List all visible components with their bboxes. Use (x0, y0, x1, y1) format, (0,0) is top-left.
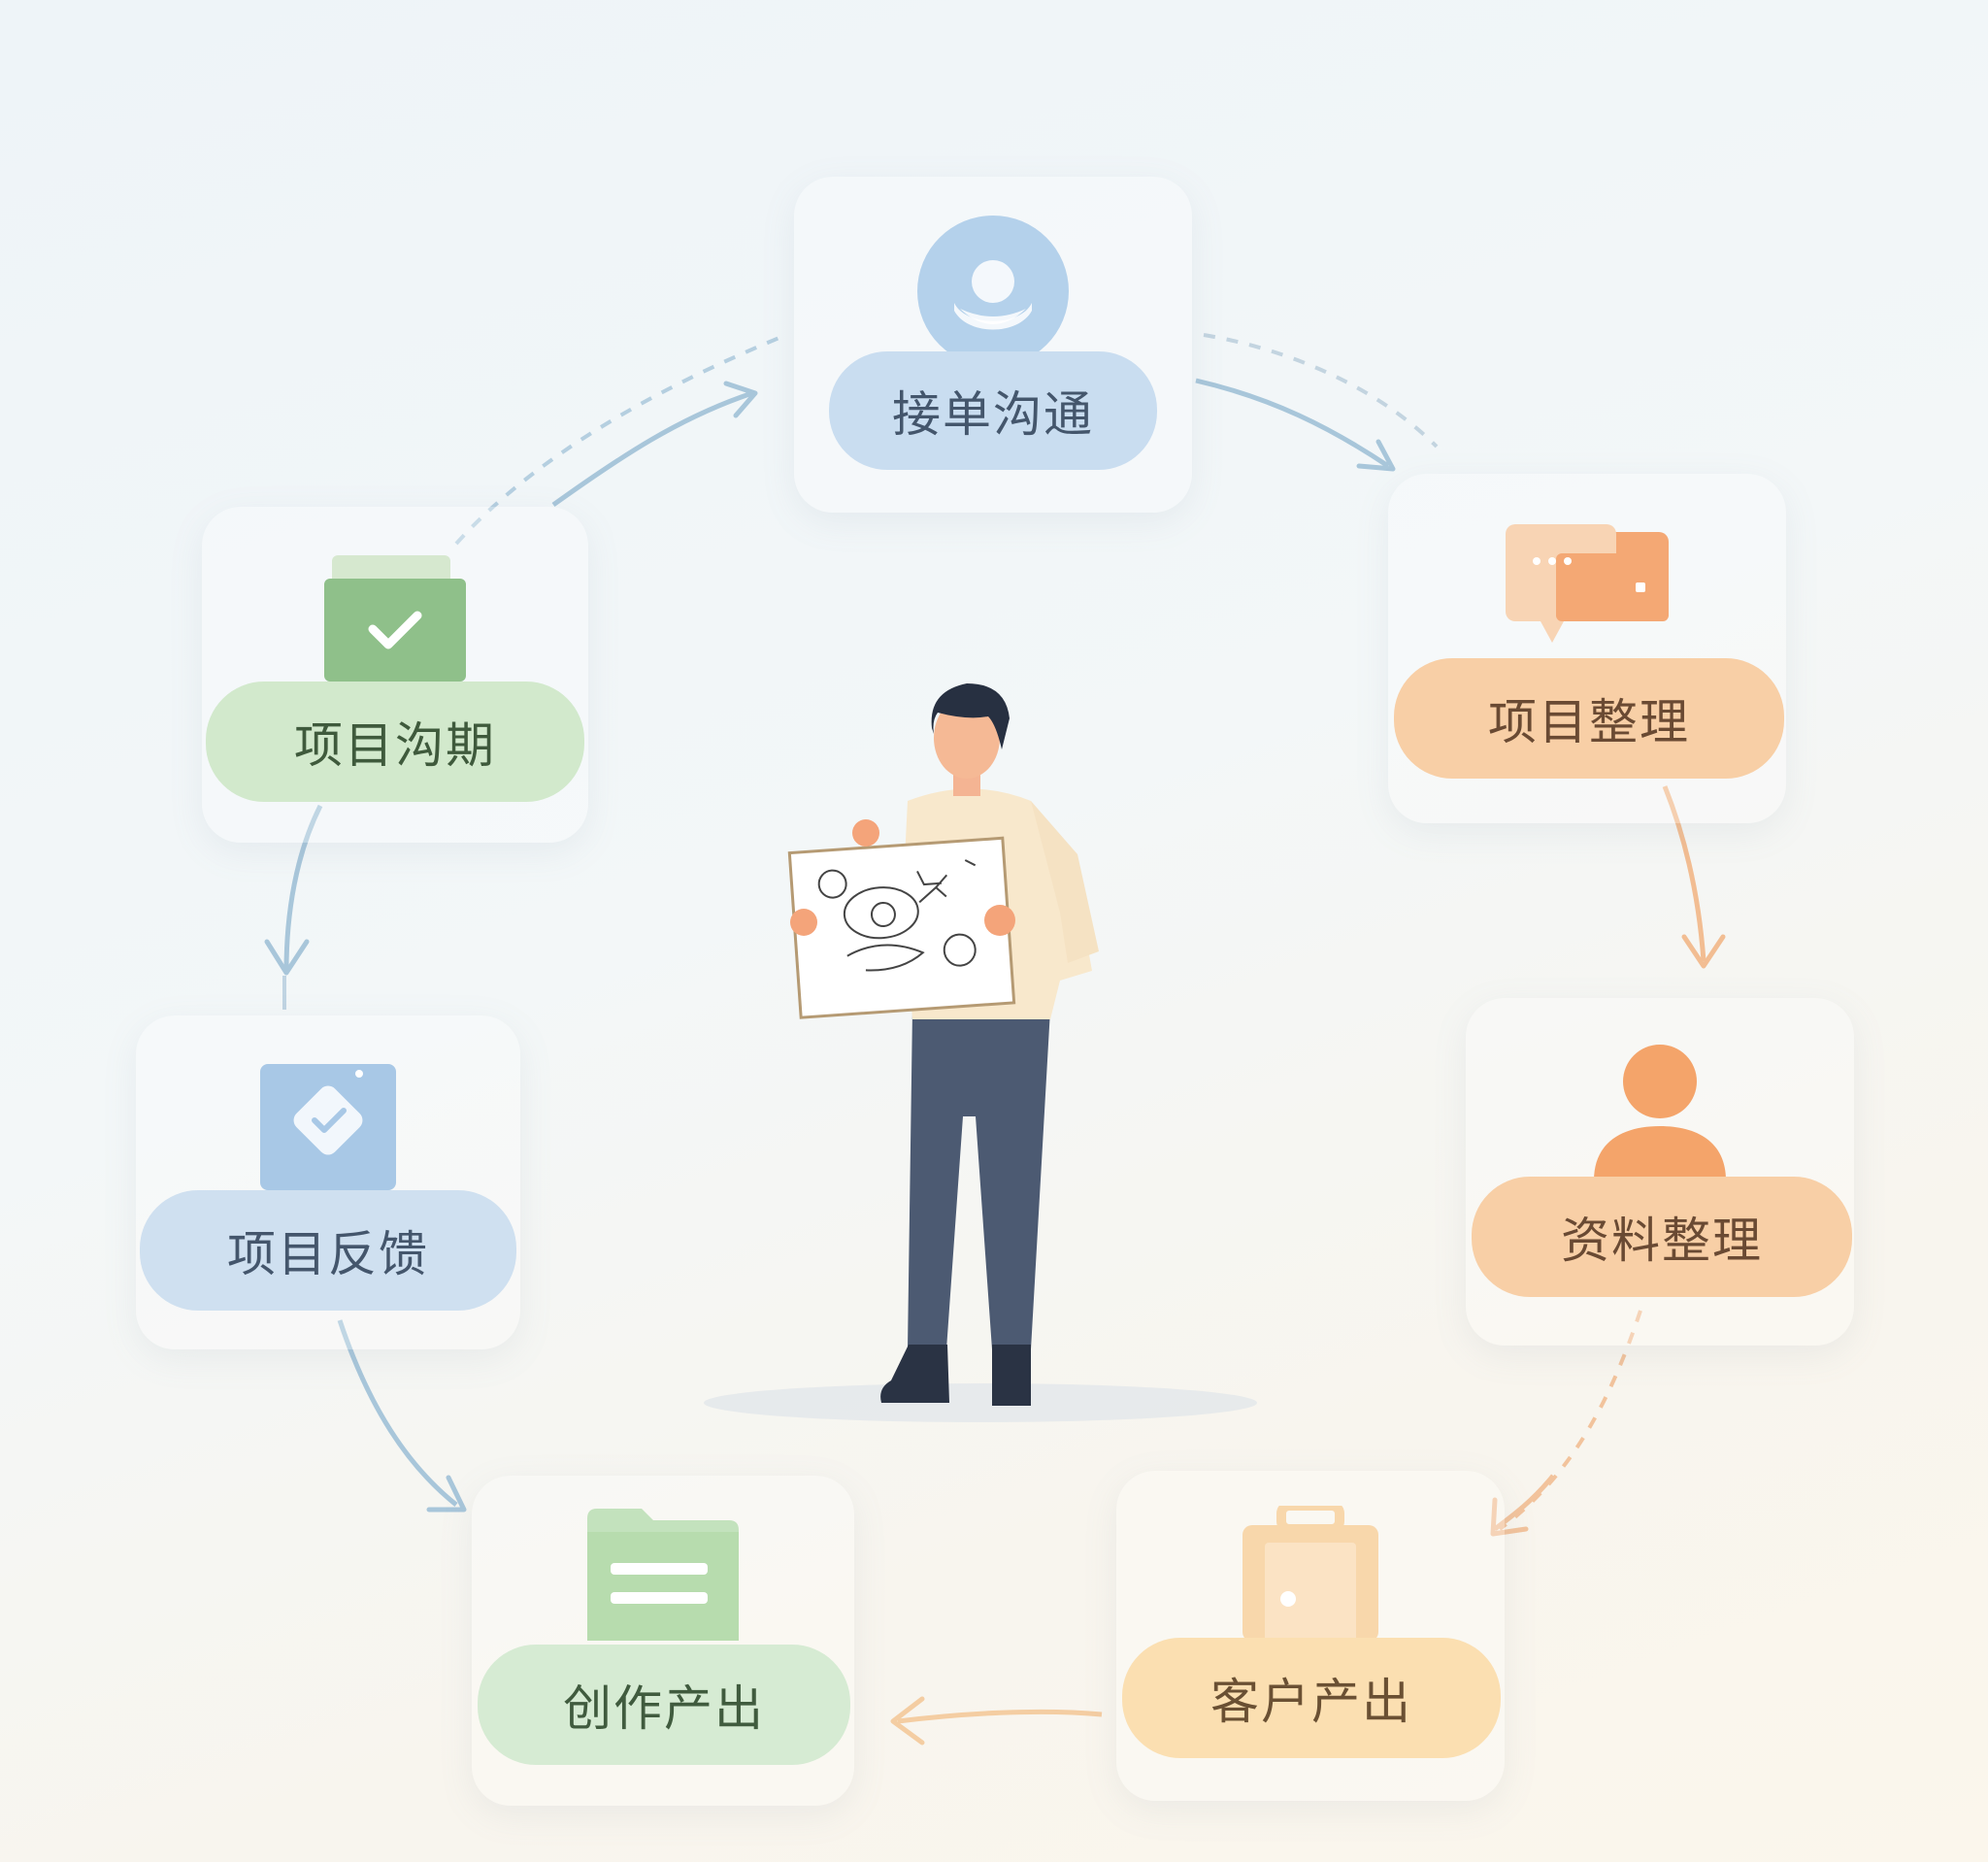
node-material-organize: 资料整理 (1466, 998, 1854, 1346)
arrow-n2-to-n3-head (1681, 934, 1726, 969)
node-client-output-label: 客户产出 (1122, 1638, 1501, 1758)
arrow-n7-to-n6-head (264, 939, 310, 976)
figure-left-hand (790, 909, 817, 936)
node-client-output: 客户产出 (1116, 1471, 1505, 1801)
arrow-n1-to-n2-head (1356, 439, 1396, 472)
arrow-n6-to-n5 (337, 1319, 458, 1507)
node-project-organize-label: 项目整理 (1394, 658, 1784, 779)
figure-hair (931, 683, 1010, 749)
checked-diamond-card-icon (260, 1064, 396, 1190)
node-creative-output: 创作产出 (472, 1476, 854, 1806)
arrow-n7-to-n6 (283, 804, 323, 972)
node-project-period: 项目沟期 (202, 507, 588, 843)
user-circle-icon (917, 216, 1069, 367)
arrow-n1-to-n2 (1195, 378, 1390, 469)
figure-head (934, 697, 1000, 779)
figure-right-arm (1031, 801, 1099, 963)
figure-left-hand-top (852, 819, 879, 847)
figure-legs (908, 1010, 1050, 1349)
arrow-n4-to-n5-head (890, 1696, 925, 1746)
arrow-n3-to-n4-head (1490, 1497, 1529, 1537)
arrow-n2-to-n3 (1662, 785, 1706, 962)
check-folder-icon (324, 555, 466, 682)
folder-icon (587, 1509, 739, 1641)
arrow-n7-to-n1 (551, 390, 753, 508)
node-receive-order: 接单沟通 (794, 177, 1192, 513)
arrow-n6-to-n5-head (426, 1475, 467, 1513)
arrow-n7-to-n1-head (723, 381, 758, 418)
arrow-n4-to-n5 (897, 1709, 1103, 1724)
figure-left-shoe (880, 1345, 949, 1403)
node-project-feedback-label: 项目反馈 (140, 1190, 516, 1311)
figure-right-shoe (992, 1345, 1031, 1406)
luggage-icon (1242, 1506, 1378, 1642)
figure-right-hand (984, 905, 1015, 936)
arrow-n3-to-n4 (1493, 1474, 1555, 1531)
arrow-n3-to-n4-dashed (1498, 1310, 1642, 1531)
node-project-period-label: 项目沟期 (206, 682, 584, 802)
floor-shadow (704, 1383, 1257, 1422)
arrow-n1-to-n2-dashed (1203, 333, 1439, 449)
node-receive-order-label: 接单沟通 (829, 351, 1157, 470)
person-holding-whiteboard-illustration (787, 683, 1099, 1406)
whiteboard (787, 836, 1016, 1019)
arrow-n7-to-n1-dashed (454, 333, 787, 546)
node-creative-output-label: 创作产出 (478, 1645, 850, 1765)
node-project-organize: 项目整理 (1388, 474, 1786, 823)
node-material-organize-label: 资料整理 (1472, 1177, 1852, 1297)
chat-bubbles-icon (1506, 524, 1669, 643)
node-project-feedback: 项目反馈 (136, 1015, 520, 1349)
person-icon (1594, 1045, 1726, 1180)
